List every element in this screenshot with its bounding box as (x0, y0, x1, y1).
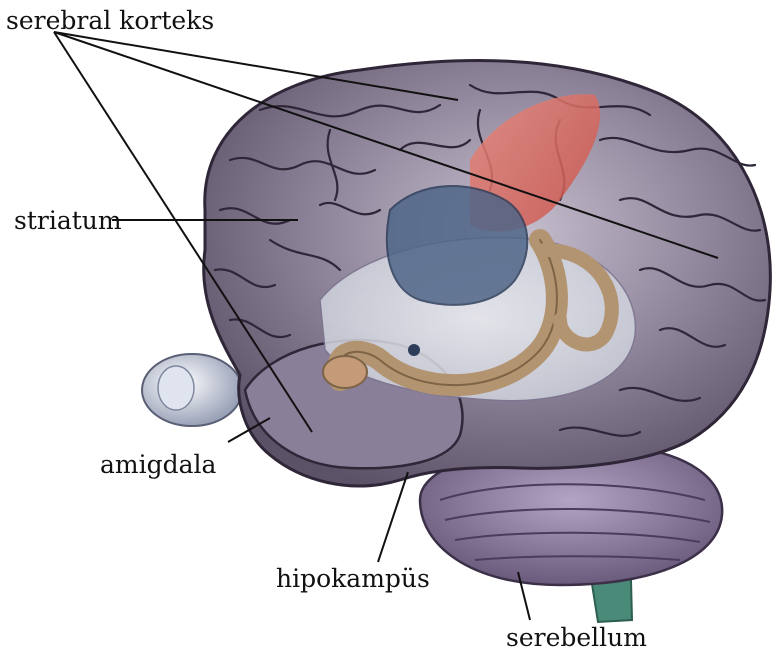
label-hippocampus: hipokampüs (276, 566, 430, 591)
amygdala-structure (323, 356, 367, 388)
ventricle-dot (408, 344, 420, 356)
label-amygdala: amigdala (100, 452, 216, 477)
label-cerebellum: serebellum (506, 625, 647, 650)
eye (142, 354, 242, 426)
striatum-structure (387, 186, 527, 305)
label-striatum: striatum (14, 208, 122, 233)
label-cerebral-cortex: serebral korteks (6, 8, 214, 33)
